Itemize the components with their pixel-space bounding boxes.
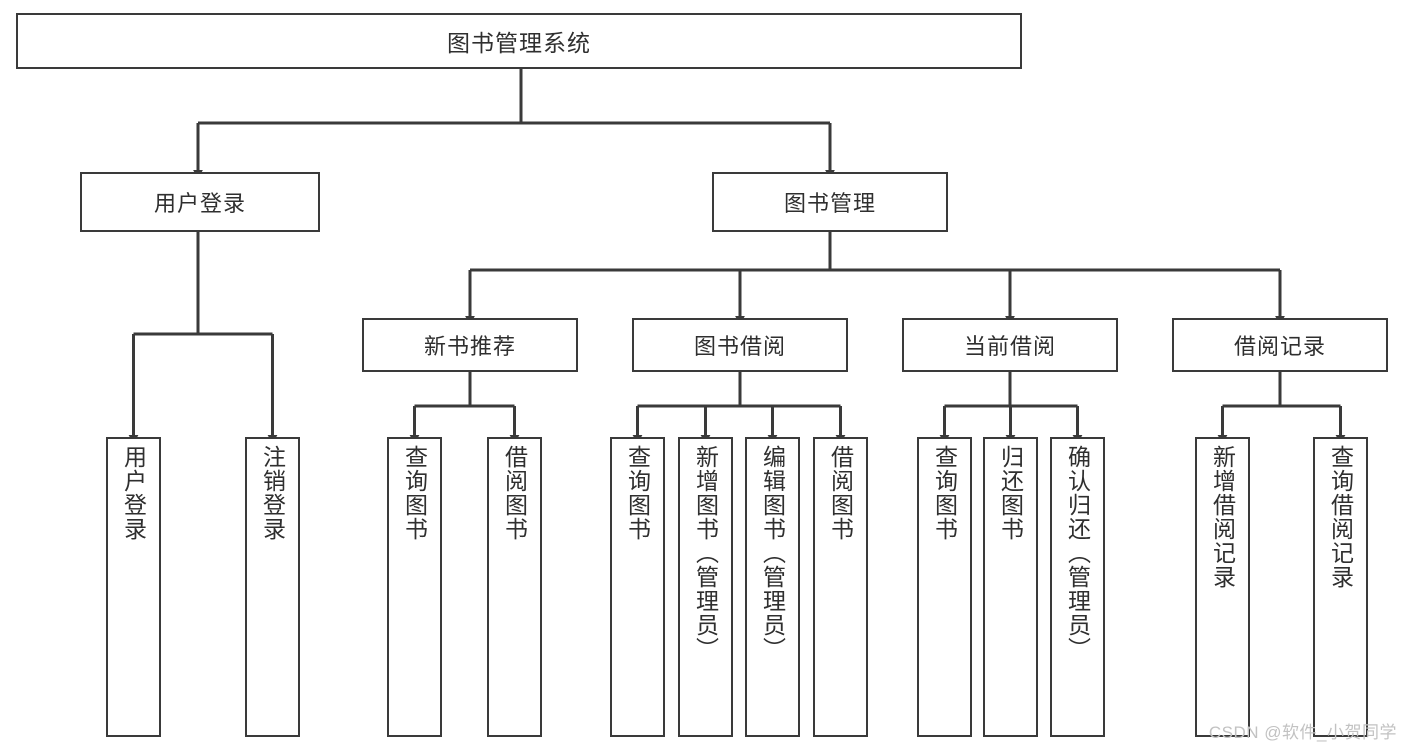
node-leaf-user-logout-label: 注销登录 — [259, 445, 286, 541]
node-leaf-confirm-return[interactable]: 确认归还（管理员） — [1050, 437, 1105, 737]
node-leaf-return-book-label: 归还图书 — [997, 445, 1024, 541]
node-leaf-query-book-current-label: 查询图书 — [931, 445, 958, 541]
node-leaf-query-book-borrow-label: 查询图书 — [624, 445, 651, 541]
node-leaf-query-book-rec[interactable]: 查询图书 — [387, 437, 442, 737]
node-leaf-query-record-label: 查询借阅记录 — [1327, 445, 1354, 589]
node-leaf-user-login[interactable]: 用户登录 — [106, 437, 161, 737]
node-leaf-add-book-label: 新增图书（管理员） — [692, 445, 719, 661]
node-root-label: 图书管理系统 — [447, 30, 591, 56]
node-borrow-record[interactable]: 借阅记录 — [1172, 318, 1388, 372]
node-leaf-add-record-label: 新增借阅记录 — [1209, 445, 1236, 589]
node-current-borrow[interactable]: 当前借阅 — [902, 318, 1118, 372]
node-current-borrow-label: 当前借阅 — [963, 334, 1056, 359]
node-user-login-label: 用户登录 — [153, 191, 246, 216]
node-new-book-recommend[interactable]: 新书推荐 — [362, 318, 578, 372]
node-leaf-user-logout[interactable]: 注销登录 — [245, 437, 300, 737]
node-leaf-borrow-book-rec-label: 借阅图书 — [501, 445, 528, 541]
node-leaf-edit-book-label: 编辑图书（管理员） — [759, 445, 786, 661]
node-book-manage-label: 图书管理 — [783, 191, 876, 216]
node-leaf-user-login-label: 用户登录 — [120, 445, 147, 541]
node-borrow-record-label: 借阅记录 — [1233, 334, 1326, 359]
node-leaf-borrow-book-label: 借阅图书 — [827, 445, 854, 541]
node-leaf-confirm-return-label: 确认归还（管理员） — [1064, 445, 1091, 661]
node-root[interactable]: 图书管理系统 — [16, 13, 1022, 69]
node-leaf-add-record[interactable]: 新增借阅记录 — [1195, 437, 1250, 737]
node-book-borrow-label: 图书借阅 — [693, 334, 786, 359]
node-leaf-query-book-rec-label: 查询图书 — [401, 445, 428, 541]
node-leaf-query-book-borrow[interactable]: 查询图书 — [610, 437, 665, 737]
node-leaf-borrow-book[interactable]: 借阅图书 — [813, 437, 868, 737]
node-leaf-query-book-current[interactable]: 查询图书 — [917, 437, 972, 737]
node-leaf-add-book[interactable]: 新增图书（管理员） — [678, 437, 733, 737]
node-new-book-recommend-label: 新书推荐 — [423, 334, 516, 359]
node-user-login[interactable]: 用户登录 — [80, 172, 320, 232]
node-leaf-borrow-book-rec[interactable]: 借阅图书 — [487, 437, 542, 737]
node-book-borrow[interactable]: 图书借阅 — [632, 318, 848, 372]
node-leaf-return-book[interactable]: 归还图书 — [983, 437, 1038, 737]
watermark-text: CSDN @软件_小贺同学 — [1208, 723, 1397, 742]
node-book-manage[interactable]: 图书管理 — [712, 172, 948, 232]
node-leaf-edit-book[interactable]: 编辑图书（管理员） — [745, 437, 800, 737]
node-leaf-query-record[interactable]: 查询借阅记录 — [1313, 437, 1368, 737]
